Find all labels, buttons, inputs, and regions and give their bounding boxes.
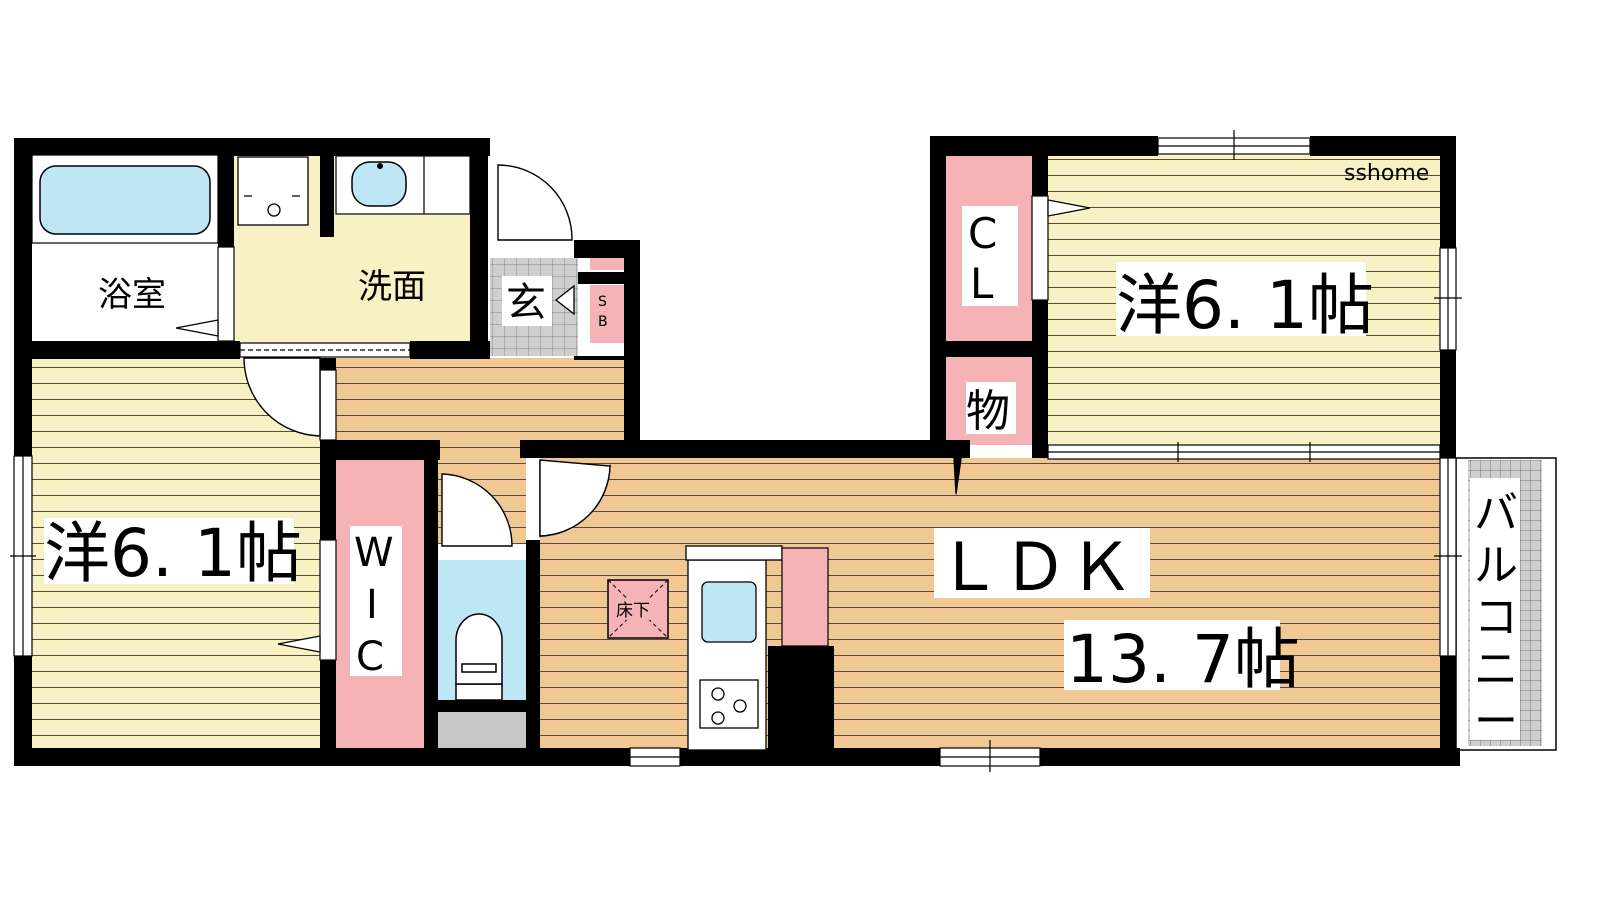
underfloor-label: 床下 xyxy=(616,601,650,621)
balcony-label-5: ー xyxy=(1474,696,1518,747)
storage-label: 物 xyxy=(966,386,1010,437)
bedroom-right-label: 洋6. 1帖 xyxy=(1116,267,1374,344)
wic-label-c: C xyxy=(356,634,384,680)
bedroom-left-label: 洋6. 1帖 xyxy=(44,515,302,592)
ldk-label: ＬＤＫ xyxy=(936,529,1134,606)
washing-machine-icon xyxy=(237,156,309,226)
sliding-doors xyxy=(217,195,1441,661)
balcony-label-4: ニ xyxy=(1474,644,1518,695)
balcony-label-3: コ xyxy=(1474,592,1518,643)
shoebox-label-s: S xyxy=(598,294,607,310)
door-swings xyxy=(243,164,611,547)
shoebox-label-b: B xyxy=(598,314,608,330)
bathtub-icon xyxy=(31,154,219,244)
kitchen-counter xyxy=(685,545,783,751)
balcony-label-2: ル xyxy=(1474,540,1518,591)
fridge-space xyxy=(781,547,829,647)
watermark: sshome xyxy=(1344,161,1429,186)
arrows xyxy=(175,199,1091,653)
ldk-size-label: 13. 7帖 xyxy=(1066,621,1300,698)
underfloor-storage-icon xyxy=(607,579,669,639)
label-backgrounds xyxy=(44,206,1520,740)
closet-label-c: C xyxy=(968,209,997,258)
hall-floor xyxy=(336,358,626,444)
wic-label-w: W xyxy=(354,530,394,576)
balcony-label-1: バ xyxy=(1474,488,1518,539)
bath-label: 浴室 xyxy=(98,275,166,315)
toilet-icon xyxy=(455,613,503,701)
shoebox-top xyxy=(590,258,624,270)
closet-label-l: L xyxy=(970,259,994,308)
wash-label: 洗面 xyxy=(358,267,426,307)
entrance-label: 玄 xyxy=(506,280,546,326)
toilet-storage xyxy=(438,712,526,750)
windows xyxy=(10,130,1462,772)
walls xyxy=(14,136,1460,766)
sink-icon xyxy=(335,155,471,215)
shoebox-floor xyxy=(590,285,624,343)
wic-label-i: I xyxy=(366,582,378,628)
